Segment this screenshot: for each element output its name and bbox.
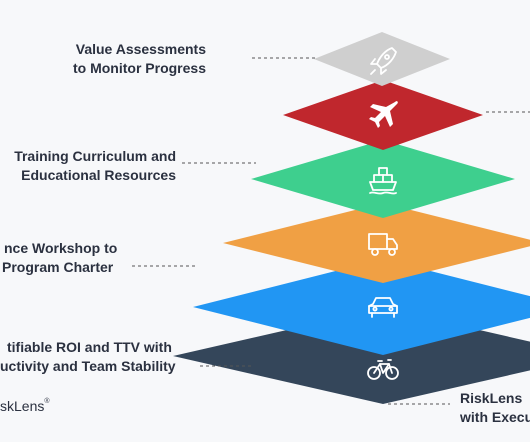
layer-top: [314, 32, 450, 86]
logo-text: skLens: [0, 398, 45, 414]
label-training-line1: Training Curriculum and: [14, 148, 176, 164]
car-icon: [368, 297, 398, 318]
label-roi: tifiable ROI and TTV with uctivity and T…: [0, 338, 190, 376]
layers-group: [173, 32, 530, 404]
bicycle-icon: [367, 359, 399, 380]
label-value-line2: to Monitor Progress: [72, 60, 206, 76]
label-roi-line1: tifiable ROI and TTV with: [7, 339, 172, 355]
label-value-line1: Value Assessments: [75, 41, 206, 57]
label-risklens: RiskLens with Execu: [460, 389, 530, 427]
label-training: Training Curriculum and Educational Reso…: [0, 147, 176, 185]
label-workshop: nce Workshop to Program Charter: [0, 239, 126, 277]
ship-icon: [369, 167, 397, 195]
label-risklens-line1: RiskLens: [460, 390, 523, 406]
layer-4: [223, 203, 530, 283]
label-training-line2: Educational Resources: [21, 167, 176, 183]
truck-icon: [368, 233, 398, 256]
label-workshop-line1: nce Workshop to: [4, 240, 118, 256]
layer-5: [193, 259, 530, 355]
label-workshop-line2: Program Charter: [2, 259, 114, 275]
label-risklens-line2: with Execu: [460, 409, 530, 425]
logo-mark: ®: [44, 398, 50, 405]
rocket-icon: [370, 47, 397, 75]
risklens-logo: skLens®: [0, 398, 50, 414]
label-roi-line2: uctivity and Team Stability: [0, 358, 176, 374]
label-value-assessments: Value Assessments to Monitor Progress: [40, 40, 206, 78]
airplane-icon: [369, 101, 398, 128]
connector-lines: [132, 57, 530, 405]
